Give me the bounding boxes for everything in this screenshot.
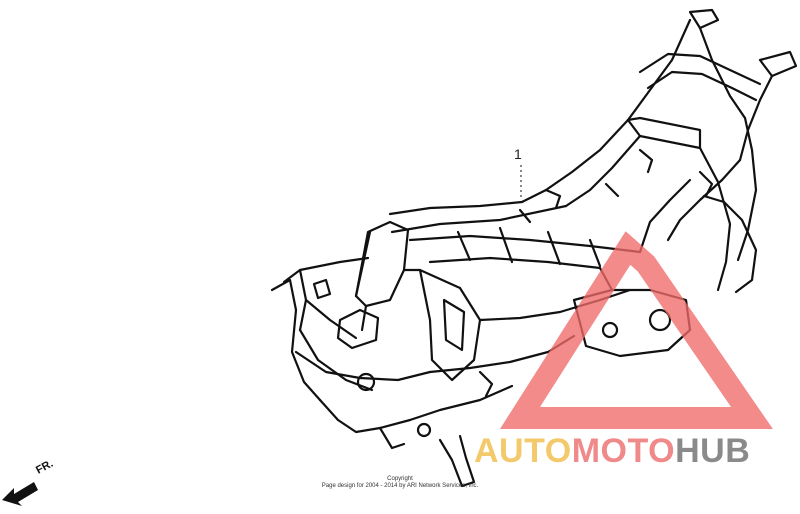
brand-hub: HUB [675, 432, 751, 470]
brand-moto: MOTO [571, 432, 676, 470]
front-direction-arrow-icon [2, 482, 38, 506]
copyright-text: Page design for 2004 - 2014 by ARI Netwo… [321, 483, 479, 489]
brand-watermark: AUTOMOTOHUB [474, 432, 750, 471]
warning-triangle-logo [499, 231, 773, 429]
copyright-notice: Copyright Page design for 2004 - 2014 by… [300, 476, 500, 490]
copyright-title: Copyright [387, 476, 413, 482]
brand-auto: AUTO [474, 432, 572, 470]
part-callout-number: 1 [514, 146, 522, 162]
